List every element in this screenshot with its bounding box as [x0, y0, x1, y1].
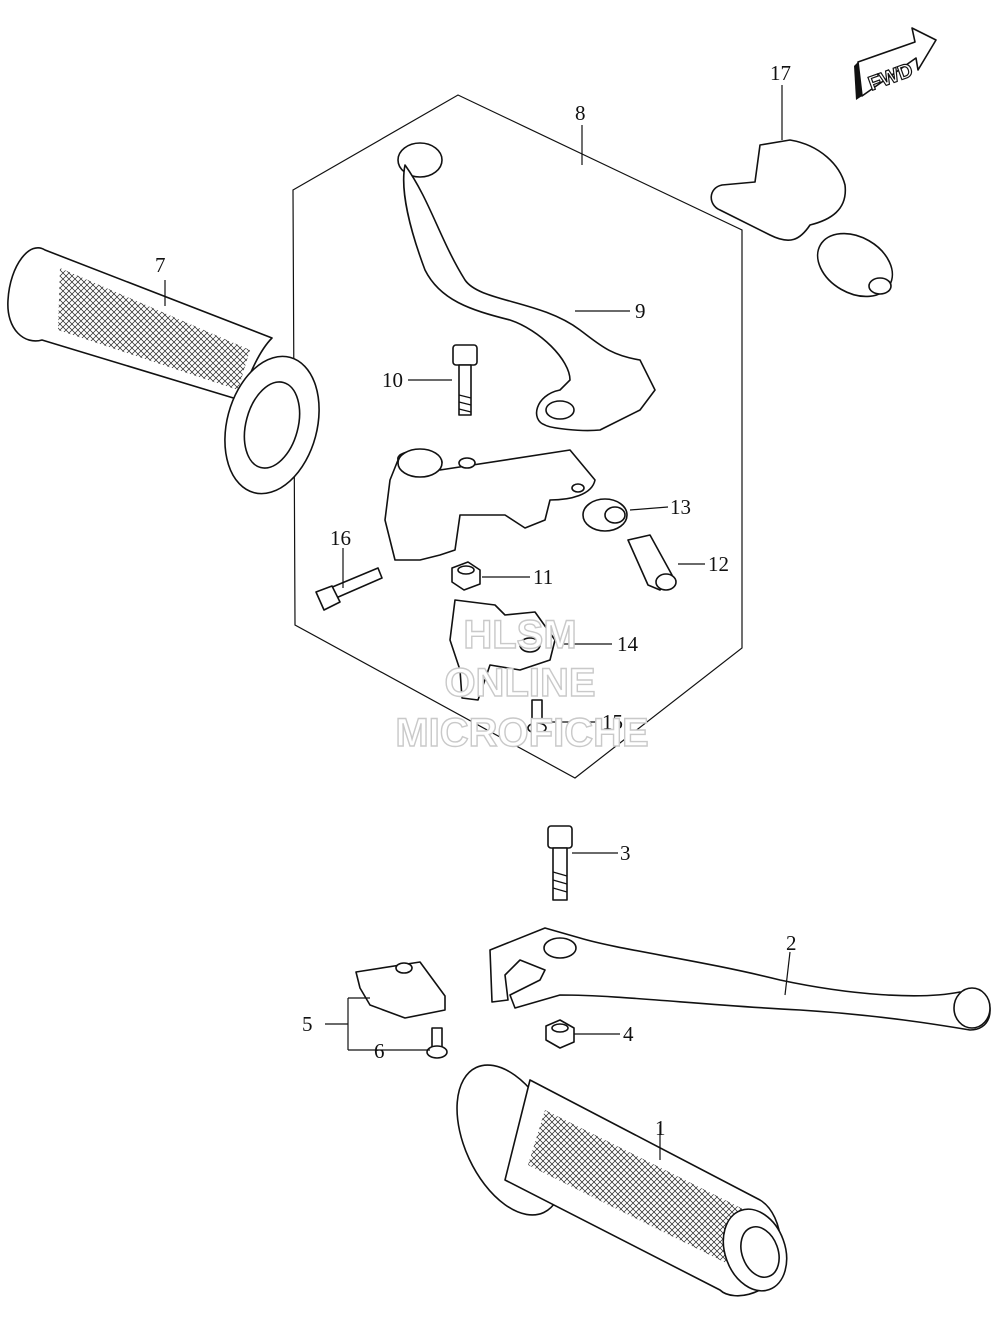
watermark-line-3: MICROFICHE — [395, 711, 648, 755]
callout-9: 9 — [635, 299, 646, 323]
lever-holder-part — [384, 448, 596, 561]
callout-7: 7 — [155, 253, 166, 277]
callout-13: 13 — [670, 495, 691, 519]
throttle-grip-part — [456, 1064, 788, 1297]
callout-17: 17 — [770, 61, 791, 85]
callout-5: 5 — [302, 1012, 313, 1036]
callout-8: 8 — [575, 101, 586, 125]
brake-switch-part — [355, 961, 446, 1019]
switch-screw-part — [527, 699, 547, 734]
callout-2: 2 — [786, 931, 797, 955]
leader-lines — [164, 85, 791, 1160]
clutch-lever-part — [397, 142, 656, 432]
lower-nut-part — [545, 1019, 575, 1049]
nut-part — [451, 561, 481, 591]
callout-3: 3 — [620, 841, 631, 865]
brake-lever-part — [489, 927, 991, 1031]
lower-pivot-bolt-part — [547, 825, 573, 901]
callout-1: 1 — [655, 1116, 666, 1140]
callout-12: 12 — [708, 552, 729, 576]
callout-6: 6 — [374, 1039, 385, 1063]
watermark-line-2: ONLINE — [444, 661, 595, 705]
callout-15: 15 — [602, 710, 623, 734]
watermark: HLSM ONLINE MICROFICHE — [395, 612, 650, 755]
holder-screw-part — [315, 567, 383, 611]
left-grip-part — [7, 247, 320, 495]
callout-numbers: 1 2 3 4 5 6 7 8 9 10 11 12 13 14 15 16 1… — [155, 61, 797, 1140]
fwd-arrow-icon: FWD — [854, 27, 937, 100]
adjuster-bolt-part — [627, 534, 677, 591]
pivot-bolt-part — [452, 344, 478, 416]
callout-14: 14 — [617, 632, 639, 656]
callout-11: 11 — [533, 565, 553, 589]
callout-16: 16 — [330, 526, 351, 550]
brake-switch-screw-part — [426, 1027, 448, 1059]
adjuster-ring-part — [582, 498, 628, 532]
lever-assembly-outline — [292, 94, 743, 779]
callout-10: 10 — [382, 368, 403, 392]
callout-4: 4 — [623, 1022, 634, 1046]
watermark-line-1: HLSM — [463, 613, 576, 657]
lever-cover-part — [710, 139, 894, 298]
clutch-switch-part — [449, 599, 556, 701]
